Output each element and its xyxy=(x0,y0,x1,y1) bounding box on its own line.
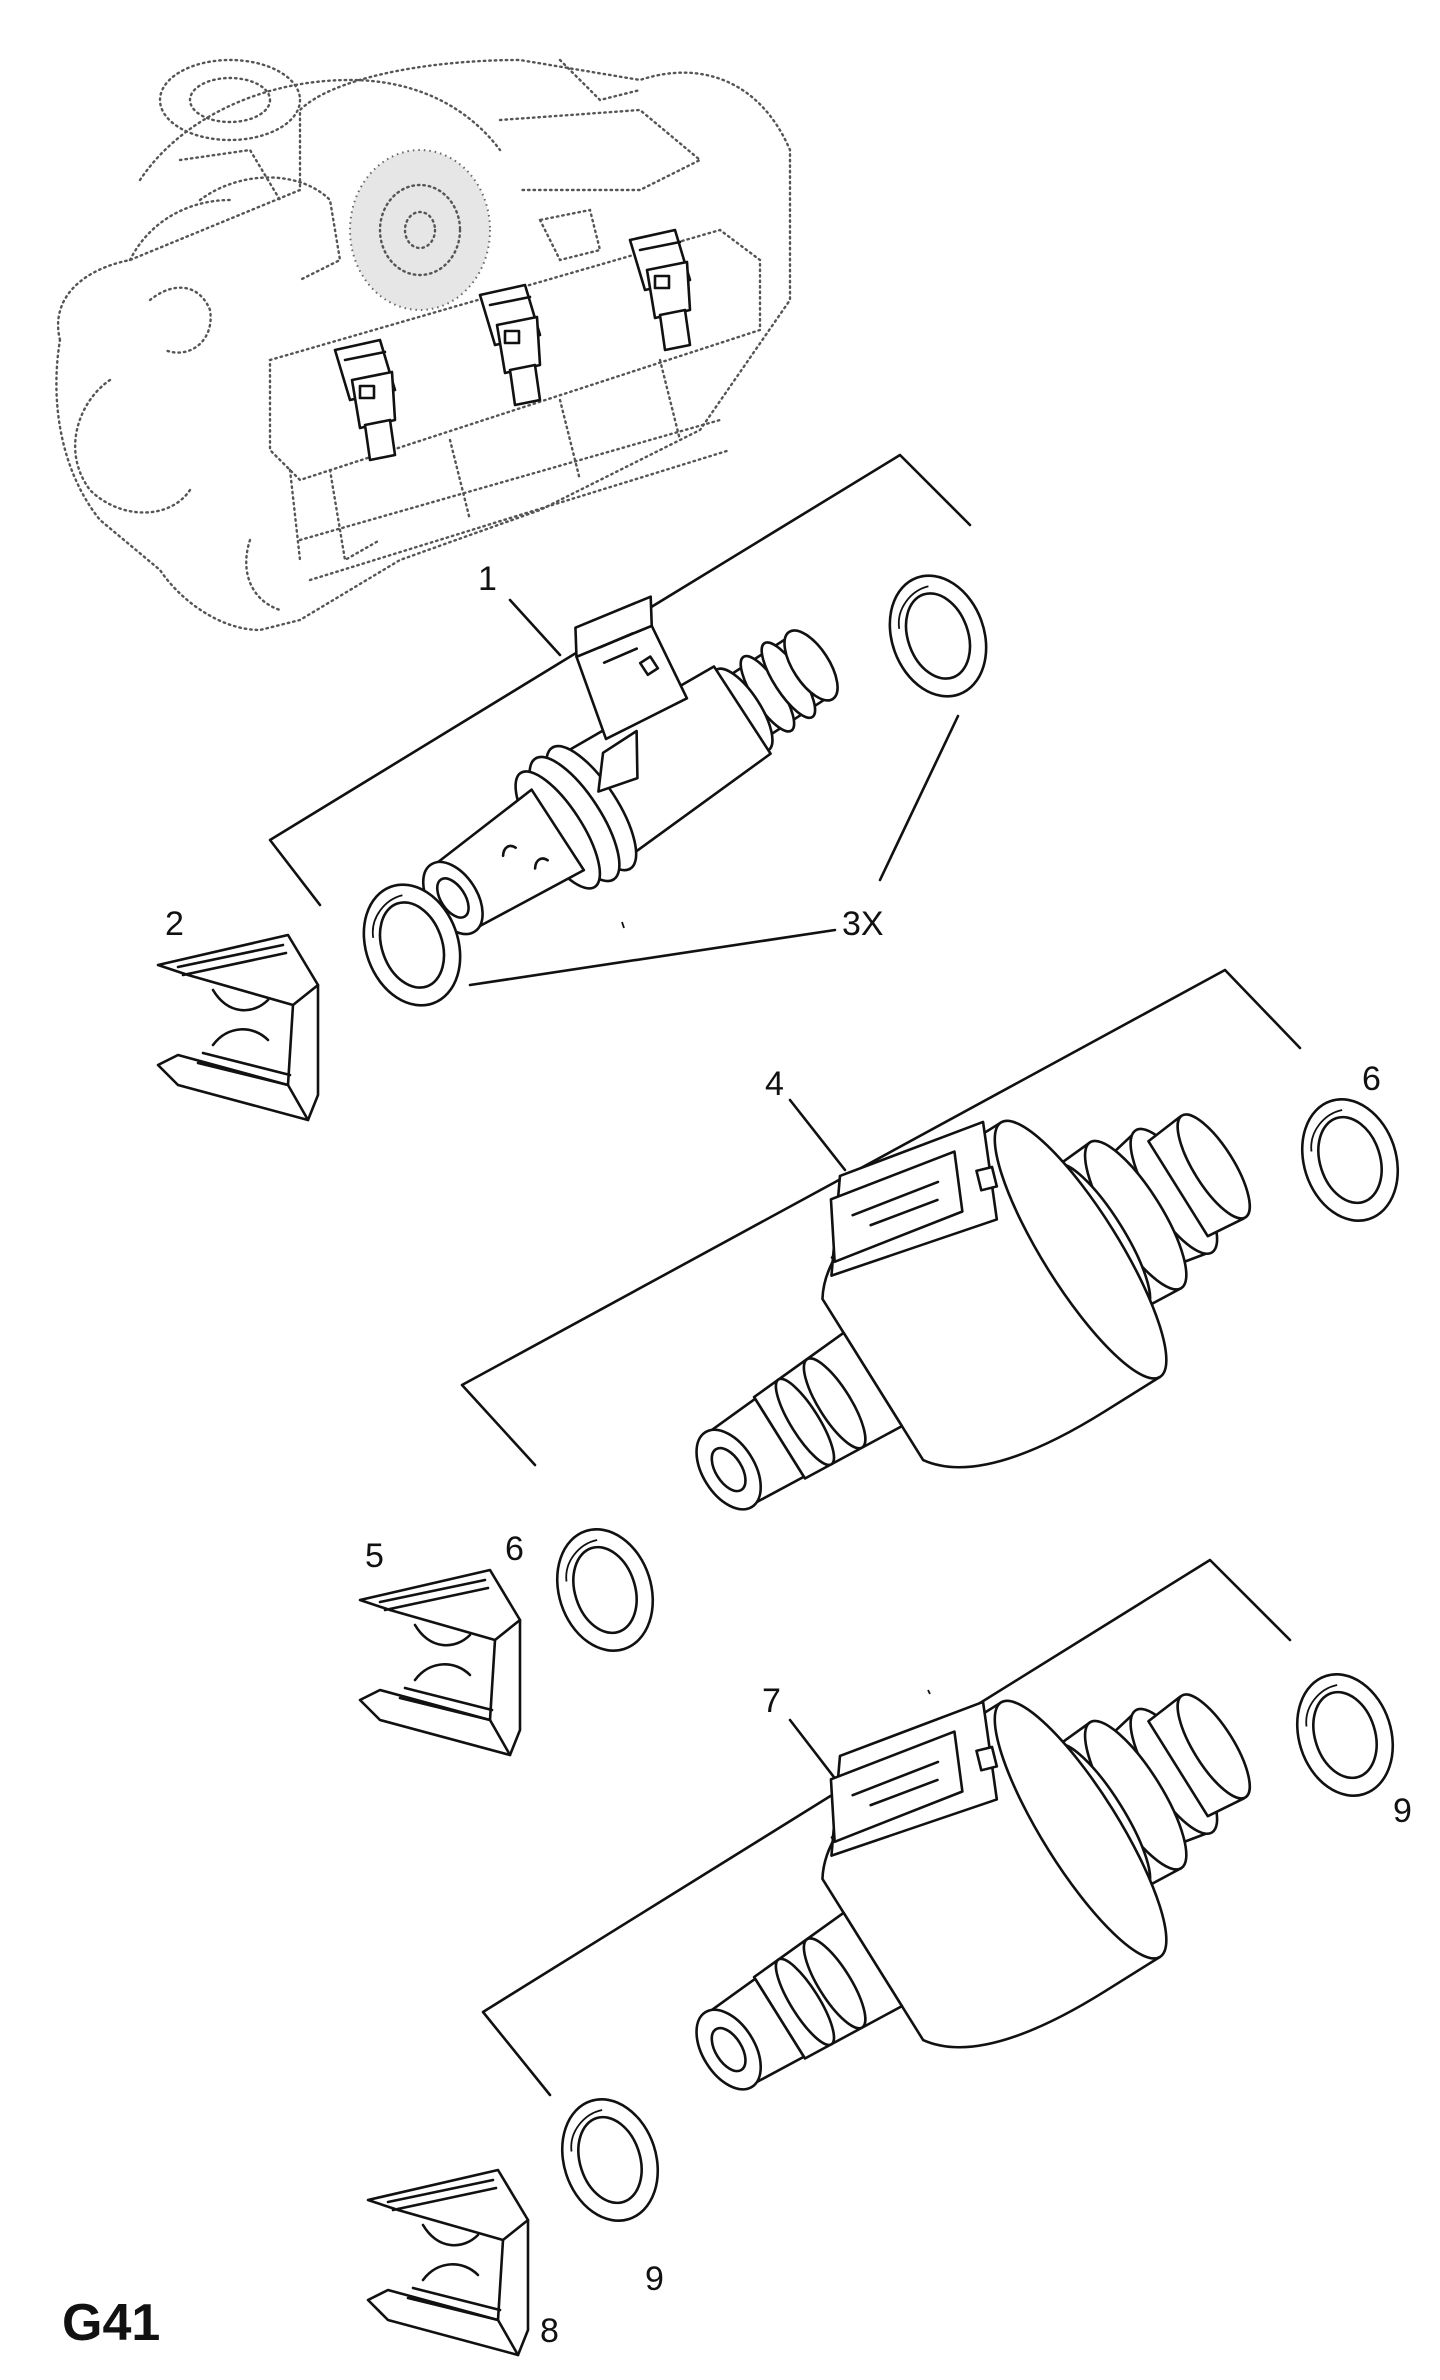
injector-4-group xyxy=(460,968,1415,1665)
seal-ring-6-lower xyxy=(540,1515,670,1665)
retaining-clip-2 xyxy=(156,933,320,1122)
leader-7 xyxy=(788,1718,842,1787)
leader-3x-upper xyxy=(878,714,960,882)
callout-4: 4 xyxy=(765,1065,784,1103)
leader-4 xyxy=(788,1098,847,1172)
injector-1-group xyxy=(268,453,1004,1021)
callout-6-lower: 6 xyxy=(505,1530,524,1568)
retaining-clip-8 xyxy=(366,2168,530,2357)
diagram-code: G41 xyxy=(62,2294,160,2352)
callout-5: 5 xyxy=(365,1537,384,1575)
injector-4 xyxy=(604,993,1312,1612)
seal-ring-6-upper xyxy=(1285,1085,1415,1235)
callout-1: 1 xyxy=(478,560,497,598)
callout-9-lower: 9 xyxy=(645,2260,664,2298)
engine-injector-right xyxy=(628,228,692,352)
retaining-clip-5 xyxy=(358,1568,522,1757)
seal-ring-9-upper xyxy=(1280,1660,1410,1810)
leader-1 xyxy=(508,598,562,657)
callout-6-upper: 6 xyxy=(1362,1060,1381,1098)
injector-1 xyxy=(421,595,839,936)
callout-8: 8 xyxy=(540,2312,559,2350)
injector-7-group xyxy=(481,1558,1410,2235)
callout-9-upper: 9 xyxy=(1393,1792,1412,1830)
leader-3x-lower xyxy=(468,928,837,987)
seal-ring-9-lower xyxy=(545,2085,675,2235)
engine-context-illustration xyxy=(55,58,792,632)
seal-ring-upper xyxy=(872,560,1004,712)
callout-2: 2 xyxy=(165,905,184,943)
engine-injector-middle xyxy=(478,283,542,407)
callout-3x: 3X xyxy=(842,905,884,943)
callout-7: 7 xyxy=(762,1682,781,1720)
injector-7 xyxy=(604,1573,1312,2192)
engine-injector-left xyxy=(333,338,397,462)
